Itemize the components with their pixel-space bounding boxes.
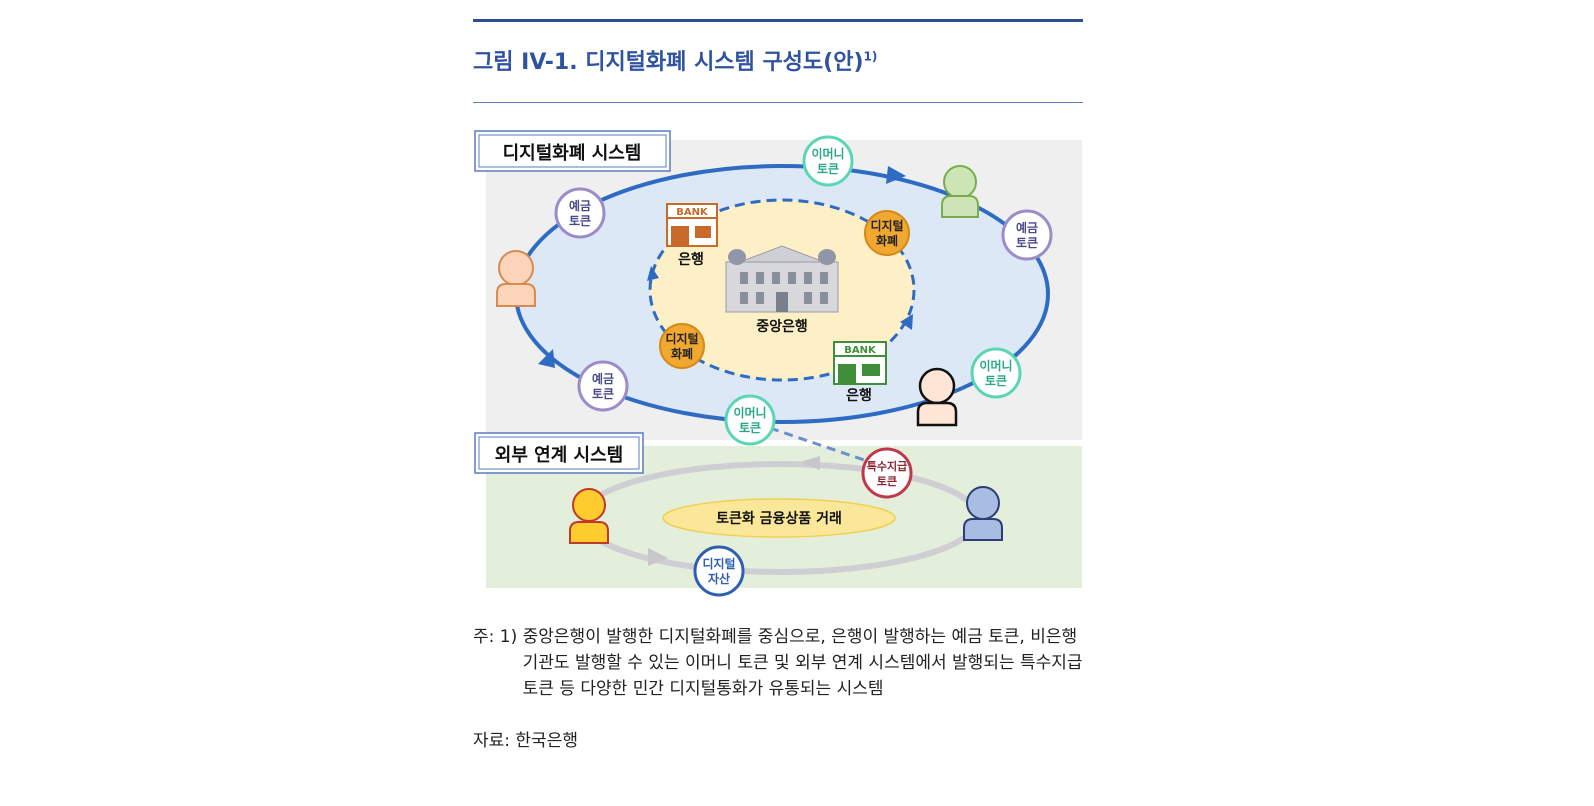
deposit-token-right-line1: 예금 xyxy=(1016,220,1038,235)
figure-title: 그림 IV-1. 디지털화폐 시스템 구성도(안)1) xyxy=(473,44,877,76)
external-system-title: 외부 연계 시스템 xyxy=(495,445,623,466)
inner-arrow-right xyxy=(900,314,913,330)
external-ring-arrow-bottom xyxy=(648,548,668,566)
emoney-token-bottom: 이머니 토큰 xyxy=(724,394,776,446)
bank-sign-top-left: BANK xyxy=(676,207,709,218)
bank-icon-bottom-right xyxy=(833,341,887,385)
tokenized-trading-label: 토큰화 금융상품 거래 xyxy=(716,511,842,527)
emoney-token-top-line2: 토큰 xyxy=(817,162,839,176)
special-payment-token: 특수지급 토큰 xyxy=(861,447,913,499)
person-icon-blue xyxy=(963,486,1003,541)
emoney-token-top-line1: 이머니 xyxy=(811,146,844,161)
deposit-token-left-top-line2: 토큰 xyxy=(569,214,591,228)
deposit-token-right: 예금 토큰 xyxy=(1001,209,1053,261)
deposit-token-left-bottom: 예금 토큰 xyxy=(577,360,629,412)
digital-asset-token-line2: 자산 xyxy=(708,571,730,586)
person-icon-green xyxy=(941,165,979,218)
footnote: 주: 1) 중앙은행이 발행한 디지털화폐를 중심으로, 은행이 발행하는 예금… xyxy=(473,624,1083,702)
bank-label-bottom-right: 은행 xyxy=(846,388,872,404)
emoney-token-bottom-line2: 토큰 xyxy=(739,421,761,435)
title-underline xyxy=(473,102,1083,103)
person-icon-orange xyxy=(496,250,536,307)
digital-currency-coin-top: 디지털 화폐 xyxy=(864,210,910,256)
external-ring-arrow-top xyxy=(800,456,820,470)
digital-system-title-box: 디지털화폐 시스템 xyxy=(474,130,671,172)
footnote-prefix: 주: 1) xyxy=(473,627,518,647)
bank-icon-top-left xyxy=(666,203,718,247)
special-payment-token-line1: 특수지급 xyxy=(867,459,907,473)
bank-sign-bottom-right: BANK xyxy=(844,345,877,356)
deposit-token-left-top-line1: 예금 xyxy=(569,198,591,213)
deposit-token-right-line2: 토큰 xyxy=(1016,236,1038,250)
central-bank-icon xyxy=(725,245,839,313)
footnote-text: 중앙은행이 발행한 디지털화폐를 중심으로, 은행이 발행하는 예금 토큰, 비… xyxy=(522,627,1083,699)
deposit-token-left-bottom-line2: 토큰 xyxy=(592,387,614,401)
top-rule xyxy=(473,19,1083,22)
figure-title-footnote-mark: 1) xyxy=(863,49,878,64)
special-payment-token-line2: 토큰 xyxy=(877,475,897,488)
deposit-token-left-bottom-line1: 예금 xyxy=(592,371,614,386)
emoney-token-right-line2: 토큰 xyxy=(985,374,1007,388)
digital-currency-coin-bottom: 디지털 화폐 xyxy=(659,323,705,369)
digital-currency-coin-top-line2: 화폐 xyxy=(876,233,898,248)
digital-asset-token: 디지털 자산 xyxy=(693,545,745,597)
digital-currency-coin-bottom-line2: 화폐 xyxy=(671,346,693,361)
emoney-token-right-line1: 이머니 xyxy=(979,358,1012,373)
bridge-link xyxy=(769,426,871,464)
ring-arrow-top xyxy=(886,166,906,184)
digital-system-title: 디지털화폐 시스템 xyxy=(503,143,642,164)
person-icon-peach xyxy=(916,367,958,427)
emoney-token-right: 이머니 토큰 xyxy=(970,347,1022,399)
central-bank-label: 중앙은행 xyxy=(756,318,808,335)
deposit-token-left-top: 예금 토큰 xyxy=(554,187,606,239)
ring-arrow-left xyxy=(538,349,555,368)
emoney-token-top: 이머니 토큰 xyxy=(802,135,854,187)
bank-label-top-left: 은행 xyxy=(678,252,704,268)
emoney-token-bottom-line1: 이머니 xyxy=(733,405,766,420)
digital-currency-coin-bottom-line1: 디지털 xyxy=(665,331,698,346)
figure-title-text: 그림 IV-1. 디지털화폐 시스템 구성도(안) xyxy=(473,50,864,75)
tokenized-trading-ellipse xyxy=(662,498,896,538)
person-icon-yellow xyxy=(569,488,609,544)
source-line: 자료: 한국은행 xyxy=(473,731,578,751)
external-system-title-box: 외부 연계 시스템 xyxy=(474,432,644,474)
inner-arrow-left xyxy=(647,266,659,281)
digital-asset-token-line1: 디지털 xyxy=(702,556,735,571)
digital-currency-coin-top-line1: 디지털 xyxy=(870,218,903,233)
